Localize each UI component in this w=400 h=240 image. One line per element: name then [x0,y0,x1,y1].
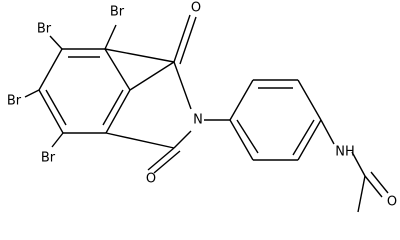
bond [45,89,67,126]
bond [104,24,117,50]
bond [229,79,254,121]
bond [49,35,63,50]
atom-label-o-lower-carbonyl: O [146,172,156,187]
bond [236,119,259,154]
bond [104,48,131,91]
atom-label-nh-amide: NH [335,145,355,160]
bond-layer [24,14,389,213]
bond [173,61,192,110]
bond [179,16,197,65]
bond [153,150,181,174]
bond [104,48,175,63]
bond [102,89,124,126]
bond [364,175,383,198]
atom-label-br-upper-left: Br [37,22,52,37]
bond [129,61,175,91]
atom-label-br-top: Br [110,5,125,20]
bond [147,147,175,171]
bond [370,171,389,194]
bond [229,119,254,161]
atom-label-br-bottom: Br [41,151,56,166]
atom-label-br-lower-left: Br [7,94,22,109]
bond [105,132,175,149]
bond [51,132,64,148]
atom-label-n-imide: N [193,113,203,128]
atom-label-o-upper-carbonyl: O [191,1,201,16]
bond [173,130,192,149]
bond [38,48,63,91]
bond [297,119,322,161]
bond [38,89,64,134]
bond [105,89,131,134]
bond [351,151,366,177]
bond [24,89,40,98]
bond [173,14,191,63]
bond [297,79,322,121]
bond [357,175,366,213]
bond [320,119,335,145]
bond [292,119,315,156]
atom-label-o-amide: O [387,195,397,210]
